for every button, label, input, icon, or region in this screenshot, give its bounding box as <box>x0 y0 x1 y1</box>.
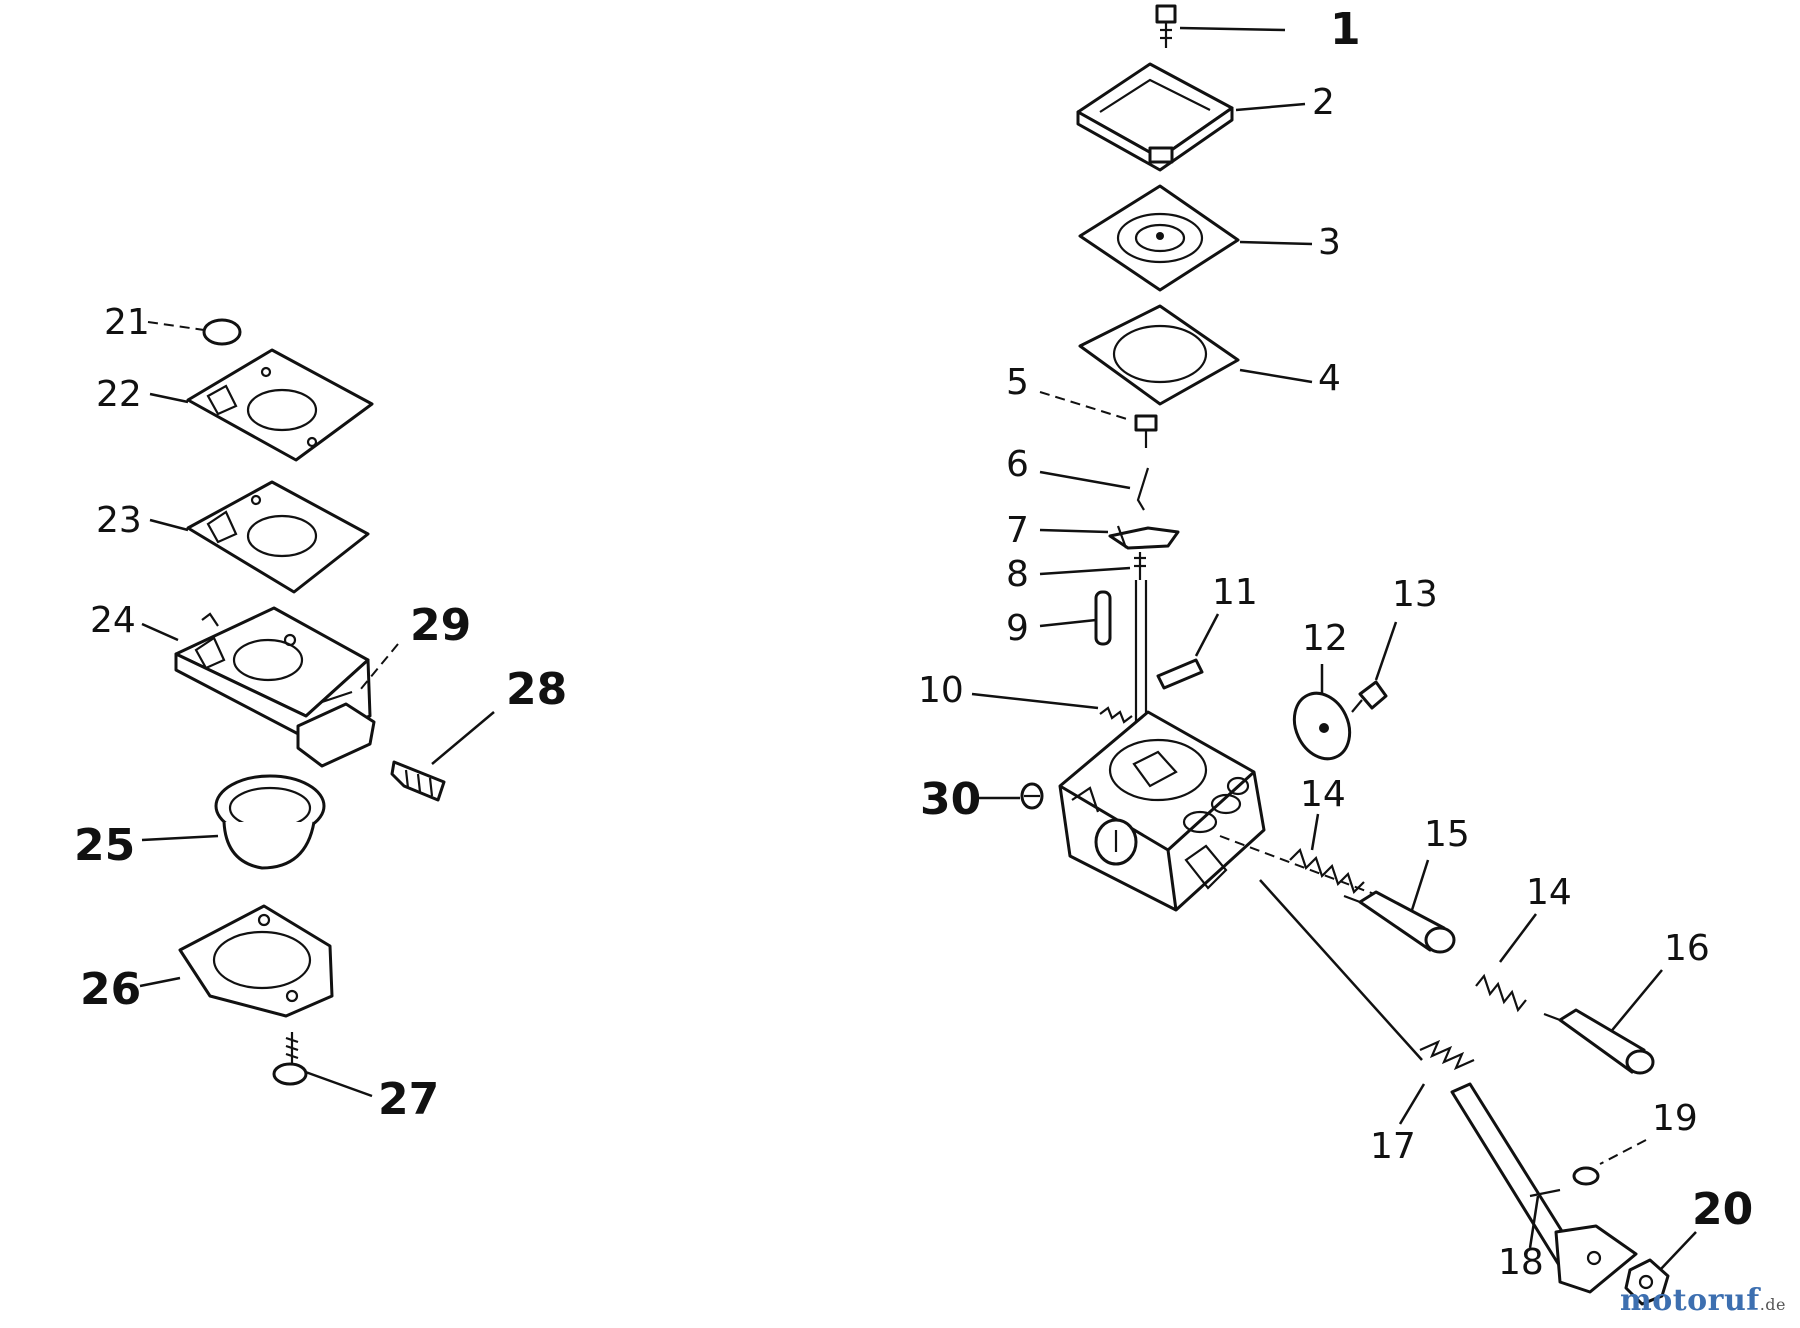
callout-17: 17 <box>1370 1126 1416 1167</box>
callout-9: 9 <box>1006 608 1029 649</box>
part-21-valve <box>202 318 242 346</box>
leader-28 <box>431 711 495 765</box>
part-11-pin <box>1156 658 1204 690</box>
part-5-screw <box>1134 414 1158 448</box>
watermark-brand: motoruf <box>1620 1283 1760 1318</box>
leader-17 <box>1398 1083 1426 1125</box>
part-14-spring-upper <box>1289 847 1365 895</box>
part-3-diaphragm <box>1078 184 1240 292</box>
callout-23: 23 <box>96 500 142 541</box>
leader-25 <box>141 834 219 842</box>
callout-12: 12 <box>1302 618 1348 659</box>
leader-11 <box>1194 613 1220 657</box>
callout-18: 18 <box>1498 1242 1544 1283</box>
part-24-pump-body <box>174 606 376 768</box>
leader-24 <box>141 622 179 642</box>
axis-line-needles <box>1219 835 1391 901</box>
part-27-screw <box>272 1032 308 1086</box>
leader-23 <box>149 518 189 532</box>
callout-25: 25 <box>74 820 135 871</box>
callout-14b: 14 <box>1526 872 1572 913</box>
leader-27 <box>299 1068 373 1098</box>
leader-10 <box>971 692 1099 710</box>
carburetor-body <box>1058 710 1266 912</box>
callout-1: 1 <box>1330 4 1361 55</box>
leader-6 <box>1039 470 1131 490</box>
part-1-screw <box>1155 4 1177 48</box>
part-13-screw <box>1351 680 1388 713</box>
callout-24: 24 <box>90 600 136 641</box>
leader-16 <box>1603 969 1663 1041</box>
callout-22: 22 <box>96 374 142 415</box>
part-22-pump-gasket <box>186 348 374 462</box>
callout-3: 3 <box>1318 222 1341 263</box>
leader-26 <box>139 976 181 988</box>
leader-4 <box>1239 368 1313 384</box>
leader-22 <box>149 392 189 404</box>
part-23-pump-diaphragm <box>186 480 370 594</box>
callout-26: 26 <box>80 964 141 1015</box>
callout-29: 29 <box>410 600 471 651</box>
callout-27: 27 <box>378 1074 439 1125</box>
callout-28: 28 <box>506 664 567 715</box>
callout-5: 5 <box>1006 362 1029 403</box>
part-20-nut <box>1624 1258 1670 1306</box>
leader-18 <box>1528 1195 1540 1249</box>
watermark-logo: motoruf.de <box>1620 1283 1786 1318</box>
leader-29 <box>359 643 399 691</box>
part-12-throttle-disc <box>1292 691 1352 761</box>
callout-16: 16 <box>1664 928 1710 969</box>
callout-30: 30 <box>920 774 981 825</box>
part-14-spring-lower <box>1475 973 1527 1013</box>
part-4-gasket <box>1078 304 1240 406</box>
callout-21: 21 <box>104 302 150 343</box>
part-26-retainer-flange <box>178 904 334 1018</box>
callout-11: 11 <box>1212 572 1258 613</box>
leader-5 <box>1039 391 1131 421</box>
part-8-needle <box>1134 552 1146 580</box>
callout-8: 8 <box>1006 554 1029 595</box>
axis-line-throttle <box>1259 879 1423 1061</box>
leader-8 <box>1039 566 1131 576</box>
callout-6: 6 <box>1006 444 1029 485</box>
leader-14b <box>1499 913 1537 963</box>
part-30-plug <box>1020 782 1044 810</box>
part-17-spring <box>1419 1039 1475 1071</box>
part-25-primer-bulb <box>214 774 326 870</box>
leader-13 <box>1374 621 1398 681</box>
leader-1 <box>1179 26 1286 32</box>
leader-19 <box>1599 1139 1647 1165</box>
part-15-mixture-needle <box>1343 890 1456 954</box>
callout-14a: 14 <box>1300 774 1346 815</box>
callout-15: 15 <box>1424 814 1470 855</box>
part-16-mixture-needle <box>1543 1008 1655 1075</box>
leader-14a <box>1310 813 1320 851</box>
part-7-lever <box>1108 525 1180 550</box>
part-10-spring <box>1099 706 1133 724</box>
part-28-fitting <box>390 760 446 802</box>
callout-20: 20 <box>1692 1184 1753 1235</box>
part-6-pin <box>1136 467 1150 511</box>
leader-20 <box>1659 1231 1697 1271</box>
leader-7 <box>1039 528 1109 534</box>
callout-4: 4 <box>1318 358 1341 399</box>
part-29-pin <box>321 690 353 704</box>
leader-15 <box>1410 859 1430 911</box>
callout-7: 7 <box>1006 510 1029 551</box>
leader-2 <box>1235 102 1306 112</box>
callout-10: 10 <box>918 670 964 711</box>
part-9-pin <box>1094 590 1112 646</box>
callout-2: 2 <box>1312 82 1335 123</box>
watermark-tld: .de <box>1759 1295 1786 1314</box>
part-19-clip <box>1572 1166 1600 1186</box>
leader-3 <box>1239 240 1313 246</box>
part-18-throttle-shaft <box>1450 1082 1638 1294</box>
leader-9 <box>1039 618 1097 628</box>
part-2-cover <box>1076 62 1234 172</box>
callout-13: 13 <box>1392 574 1438 615</box>
leader-21 <box>147 321 205 331</box>
callout-19: 19 <box>1652 1098 1698 1139</box>
